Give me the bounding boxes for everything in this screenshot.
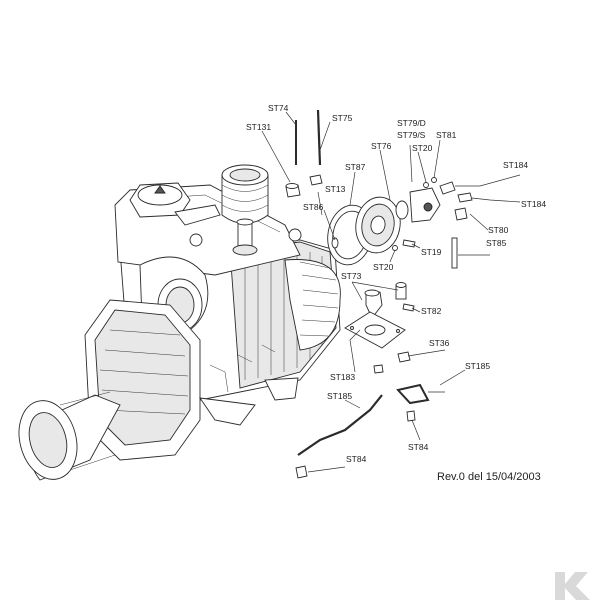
- label-st75: ST75: [332, 113, 353, 123]
- label-st185-left: ST185: [327, 391, 352, 401]
- label-st184-top: ST184: [503, 160, 528, 170]
- label-st81: ST81: [436, 130, 457, 140]
- label-st85: ST85: [486, 238, 507, 248]
- label-st184-bottom: ST184: [521, 199, 546, 209]
- label-st87: ST87: [345, 162, 366, 172]
- label-st36: ST36: [429, 338, 450, 348]
- label-st76: ST76: [371, 141, 392, 151]
- brand-logo-icon: [555, 572, 590, 600]
- leader-lines: [261, 111, 521, 473]
- label-st80: ST80: [488, 225, 509, 235]
- label-st185-right: ST185: [465, 361, 490, 371]
- label-st79s: ST79/S: [397, 130, 426, 140]
- label-st84-left: ST84: [346, 454, 367, 464]
- label-st183: ST183: [330, 372, 355, 382]
- label-st20-top: ST20: [412, 143, 433, 153]
- label-st74: ST74: [268, 103, 289, 113]
- part-labels: ST74 ST131 ST75 ST79/D ST79/S ST81 ST76 …: [246, 103, 546, 483]
- label-st131: ST131: [246, 122, 271, 132]
- label-st86: ST86: [303, 202, 324, 212]
- label-st19: ST19: [421, 247, 442, 257]
- label-st82: ST82: [421, 306, 442, 316]
- label-st84-right: ST84: [408, 442, 429, 452]
- label-st13: ST13: [325, 184, 346, 194]
- pump-assembly: [18, 164, 341, 481]
- label-st73: ST73: [341, 271, 362, 281]
- label-st79d: ST79/D: [397, 118, 426, 128]
- revision-note: Rev.0 del 15/04/2003: [437, 471, 541, 483]
- label-st20-mid: ST20: [373, 262, 394, 272]
- exploded-parts: [285, 109, 473, 479]
